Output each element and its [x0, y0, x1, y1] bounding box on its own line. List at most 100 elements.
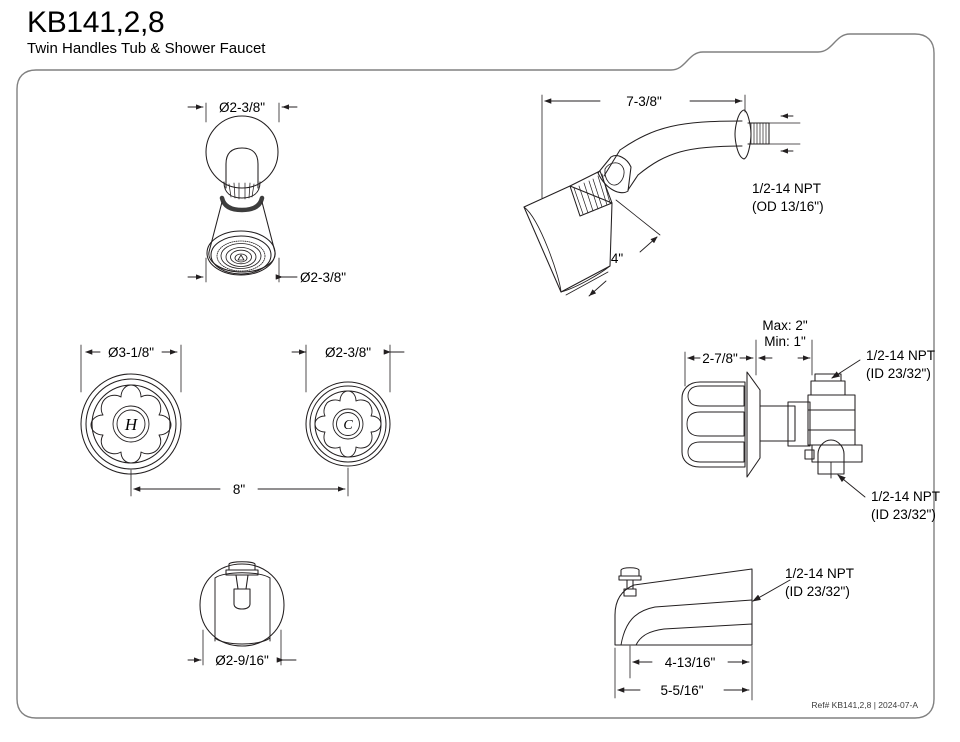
- shower-arm-head: [523, 155, 632, 293]
- view-handles-front: H C: [80, 344, 405, 497]
- spout-side-outline: [614, 568, 753, 646]
- dim-arm-length: [541, 94, 746, 199]
- leader-valve-inlet-thread: [831, 359, 861, 379]
- label-hot-handle-diameter: Ø3-1/8": [108, 345, 154, 360]
- label-spout-thread-line2: (ID 23/32"): [785, 584, 850, 599]
- valve-handle-ribs: [686, 385, 745, 463]
- valve-escutcheon: [746, 371, 761, 478]
- valve-outlet-collar: [811, 444, 863, 463]
- label-spout-overall: 5-5/16": [660, 683, 703, 698]
- view-valve-side: [681, 339, 866, 498]
- label-spout-thread-line1: 1/2-14 NPT: [785, 566, 854, 581]
- label-spout-reach: 4-13/16": [665, 655, 716, 670]
- spout-front-top-face: [214, 572, 271, 579]
- cold-handle-spokes: [314, 390, 382, 458]
- showerhead-collar: [223, 181, 261, 199]
- leader-spout-thread: [752, 579, 791, 602]
- label-handle-spacing: 8": [233, 482, 246, 497]
- page-title: KB141,2,8: [27, 6, 165, 39]
- cold-handle-graphic: C: [305, 381, 391, 467]
- dim-showerhead-bottom-diameter: [187, 257, 298, 283]
- arm-nipple: [747, 122, 770, 145]
- label-cold-handle-diameter: Ø2-3/8": [325, 345, 371, 360]
- label-arm-length: 7-3/8": [626, 94, 662, 109]
- view-spout-side: [614, 567, 791, 701]
- valve-stem-bonnet: [787, 401, 811, 447]
- swivel-housing: [597, 155, 632, 194]
- diverter-stem: [235, 574, 249, 590]
- label-spout-front-diameter: Ø2-9/16": [215, 653, 269, 668]
- leader-valve-outlet-thread: [837, 474, 866, 498]
- hot-handle-graphic: H: [80, 373, 182, 475]
- hot-handle-monogram: H: [124, 415, 139, 434]
- showerhead-spray-ring: [216, 240, 266, 272]
- dim-head-face: [565, 199, 661, 297]
- label-arm-thread-line1: 1/2-14 NPT: [752, 181, 821, 196]
- reference-footnote: Ref# KB141,2,8 | 2024-07-A: [811, 700, 918, 710]
- head-cone-body: [523, 185, 613, 293]
- label-valve-depth-max: Max: 2": [762, 318, 808, 333]
- dim-hot-handle-diameter: [80, 344, 182, 393]
- dim-showerhead-top-diameter: [187, 102, 298, 123]
- spout-side-diverter-top: [620, 567, 640, 577]
- dim-arm-thread-extent: [780, 113, 794, 154]
- showerhead-band: [219, 195, 265, 213]
- showerhead-face-ring5: [234, 253, 248, 263]
- label-valve-outlet-thread-line1: 1/2-14 NPT: [871, 489, 940, 504]
- cold-handle-monogram: C: [343, 418, 353, 433]
- label-valve-inlet-thread-line1: 1/2-14 NPT: [866, 348, 935, 363]
- view-showerhead-front: [187, 102, 298, 283]
- valve-stem-sleeve: [759, 405, 796, 442]
- head-cone-left: [523, 206, 562, 293]
- label-valve-outlet-thread-line2: (ID 23/32"): [871, 507, 936, 522]
- showerhead-neck-slot: [225, 147, 259, 189]
- dim-spout-reach: [629, 645, 753, 701]
- label-valve-handle-projection: 2-7/8": [702, 351, 738, 366]
- dim-valve-depth-range: [758, 339, 813, 376]
- showerhead-face-ring1: [210, 235, 272, 275]
- page-subtitle: Twin Handles Tub & Shower Faucet: [27, 40, 266, 57]
- diverter-shank: [233, 588, 251, 610]
- shower-arm-left-bottom: [627, 174, 639, 191]
- showerhead-face-ring3: [225, 247, 257, 267]
- head-face-edge: [560, 265, 611, 293]
- label-showerhead-bottom-diameter: Ø2-3/8": [300, 270, 346, 285]
- arm-nipple-threads: [750, 122, 767, 145]
- showerhead-flange-outline: [205, 115, 279, 189]
- spout-side-diverter-base: [623, 588, 637, 597]
- dim-spout-overall: [614, 647, 750, 699]
- valve-body-block: [807, 394, 856, 446]
- showerhead-face-ring4: [230, 249, 252, 265]
- spout-front-outline: [199, 563, 285, 647]
- diverter-knob-top: [228, 561, 256, 571]
- spout-side-lower-lip: [635, 623, 753, 646]
- spout-side-inner-curve: [620, 599, 753, 646]
- dim-handle-spacing: [130, 467, 349, 497]
- valve-handle-body: [681, 381, 746, 468]
- swivel-ball: [604, 162, 625, 186]
- valve-top-inlet: [810, 380, 846, 396]
- valve-side-port: [804, 449, 815, 460]
- label-arm-thread-line2: (OD 13/16"): [752, 199, 824, 214]
- title-block: KB141,2,8 Twin Handles Tub & Shower Fauc…: [27, 6, 265, 59]
- label-showerhead-top-diameter: Ø2-3/8": [219, 100, 265, 115]
- spout-side-diverter-cap: [618, 575, 642, 581]
- shower-arm-bottom-edge: [637, 145, 743, 176]
- hot-handle-spokes: [90, 384, 172, 464]
- arm-escutcheon: [734, 109, 752, 160]
- label-head-face: 4": [611, 251, 624, 266]
- label-valve-depth-min: Min: 1": [764, 334, 806, 349]
- view-shower-arm-side: [523, 94, 801, 297]
- shower-arm-top-edge: [619, 120, 743, 151]
- showerhead-collar-knurl: [228, 182, 255, 200]
- showerhead-center-nub: [237, 254, 245, 261]
- showerhead-face-outer: [206, 230, 276, 276]
- dim-spout-front-diameter: [187, 629, 297, 666]
- spout-front-bottom-face: [214, 637, 271, 645]
- showerhead-face-ring2: [220, 243, 262, 269]
- label-valve-inlet-thread-line2: (ID 23/32"): [866, 366, 931, 381]
- dim-cold-handle-diameter: [291, 344, 405, 393]
